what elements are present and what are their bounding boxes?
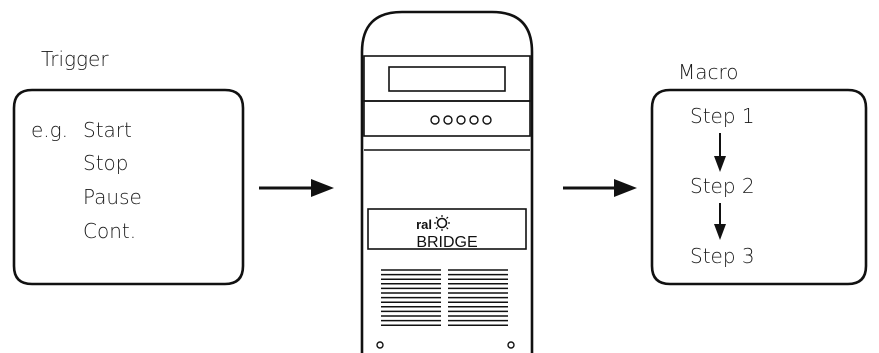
trigger-title: Trigger <box>41 47 109 71</box>
arrow-down-icon <box>714 203 726 240</box>
device-button-icon <box>456 115 466 125</box>
macro-box <box>650 88 868 286</box>
macro-step-3: Step 3 <box>690 244 755 268</box>
device-button-icon <box>469 115 479 125</box>
macro-title: Macro <box>678 60 739 84</box>
macro-step-2: Step 2 <box>690 174 755 198</box>
trigger-item-start: Start <box>83 118 132 142</box>
trigger-item-pause: Pause <box>83 185 142 209</box>
device-vents <box>381 269 508 326</box>
trigger-item-stop: Stop <box>83 151 128 175</box>
trigger-prefix: e.g. <box>31 118 68 142</box>
macro-panel: Macro Step 1 Step 2 Step 3 <box>650 60 868 286</box>
macro-step-1: Step 1 <box>690 104 755 128</box>
arrow-down-icon <box>714 133 726 172</box>
device-foot-icon <box>507 341 515 349</box>
device-brand: ral <box>416 217 432 232</box>
arrow-right-icon <box>563 179 637 197</box>
device-button-icon <box>443 115 453 125</box>
arrow-right-icon <box>259 179 334 197</box>
device-display <box>388 66 506 92</box>
bridge-device: ral BRIDGE <box>360 10 534 353</box>
sun-logo-icon <box>434 215 450 231</box>
device-button-icon <box>482 115 492 125</box>
trigger-item-cont: Cont. <box>83 219 136 243</box>
device-nameplate <box>367 208 527 250</box>
device-foot-icon <box>376 341 384 349</box>
device-button-icon <box>430 115 440 125</box>
trigger-box <box>12 88 245 286</box>
trigger-panel: Trigger e.g. Start Stop Pause Cont. <box>12 47 245 286</box>
device-buttons <box>430 115 492 125</box>
device-housing <box>360 10 534 353</box>
device-name: BRIDGE <box>416 234 477 251</box>
device-button-bay <box>363 100 531 137</box>
